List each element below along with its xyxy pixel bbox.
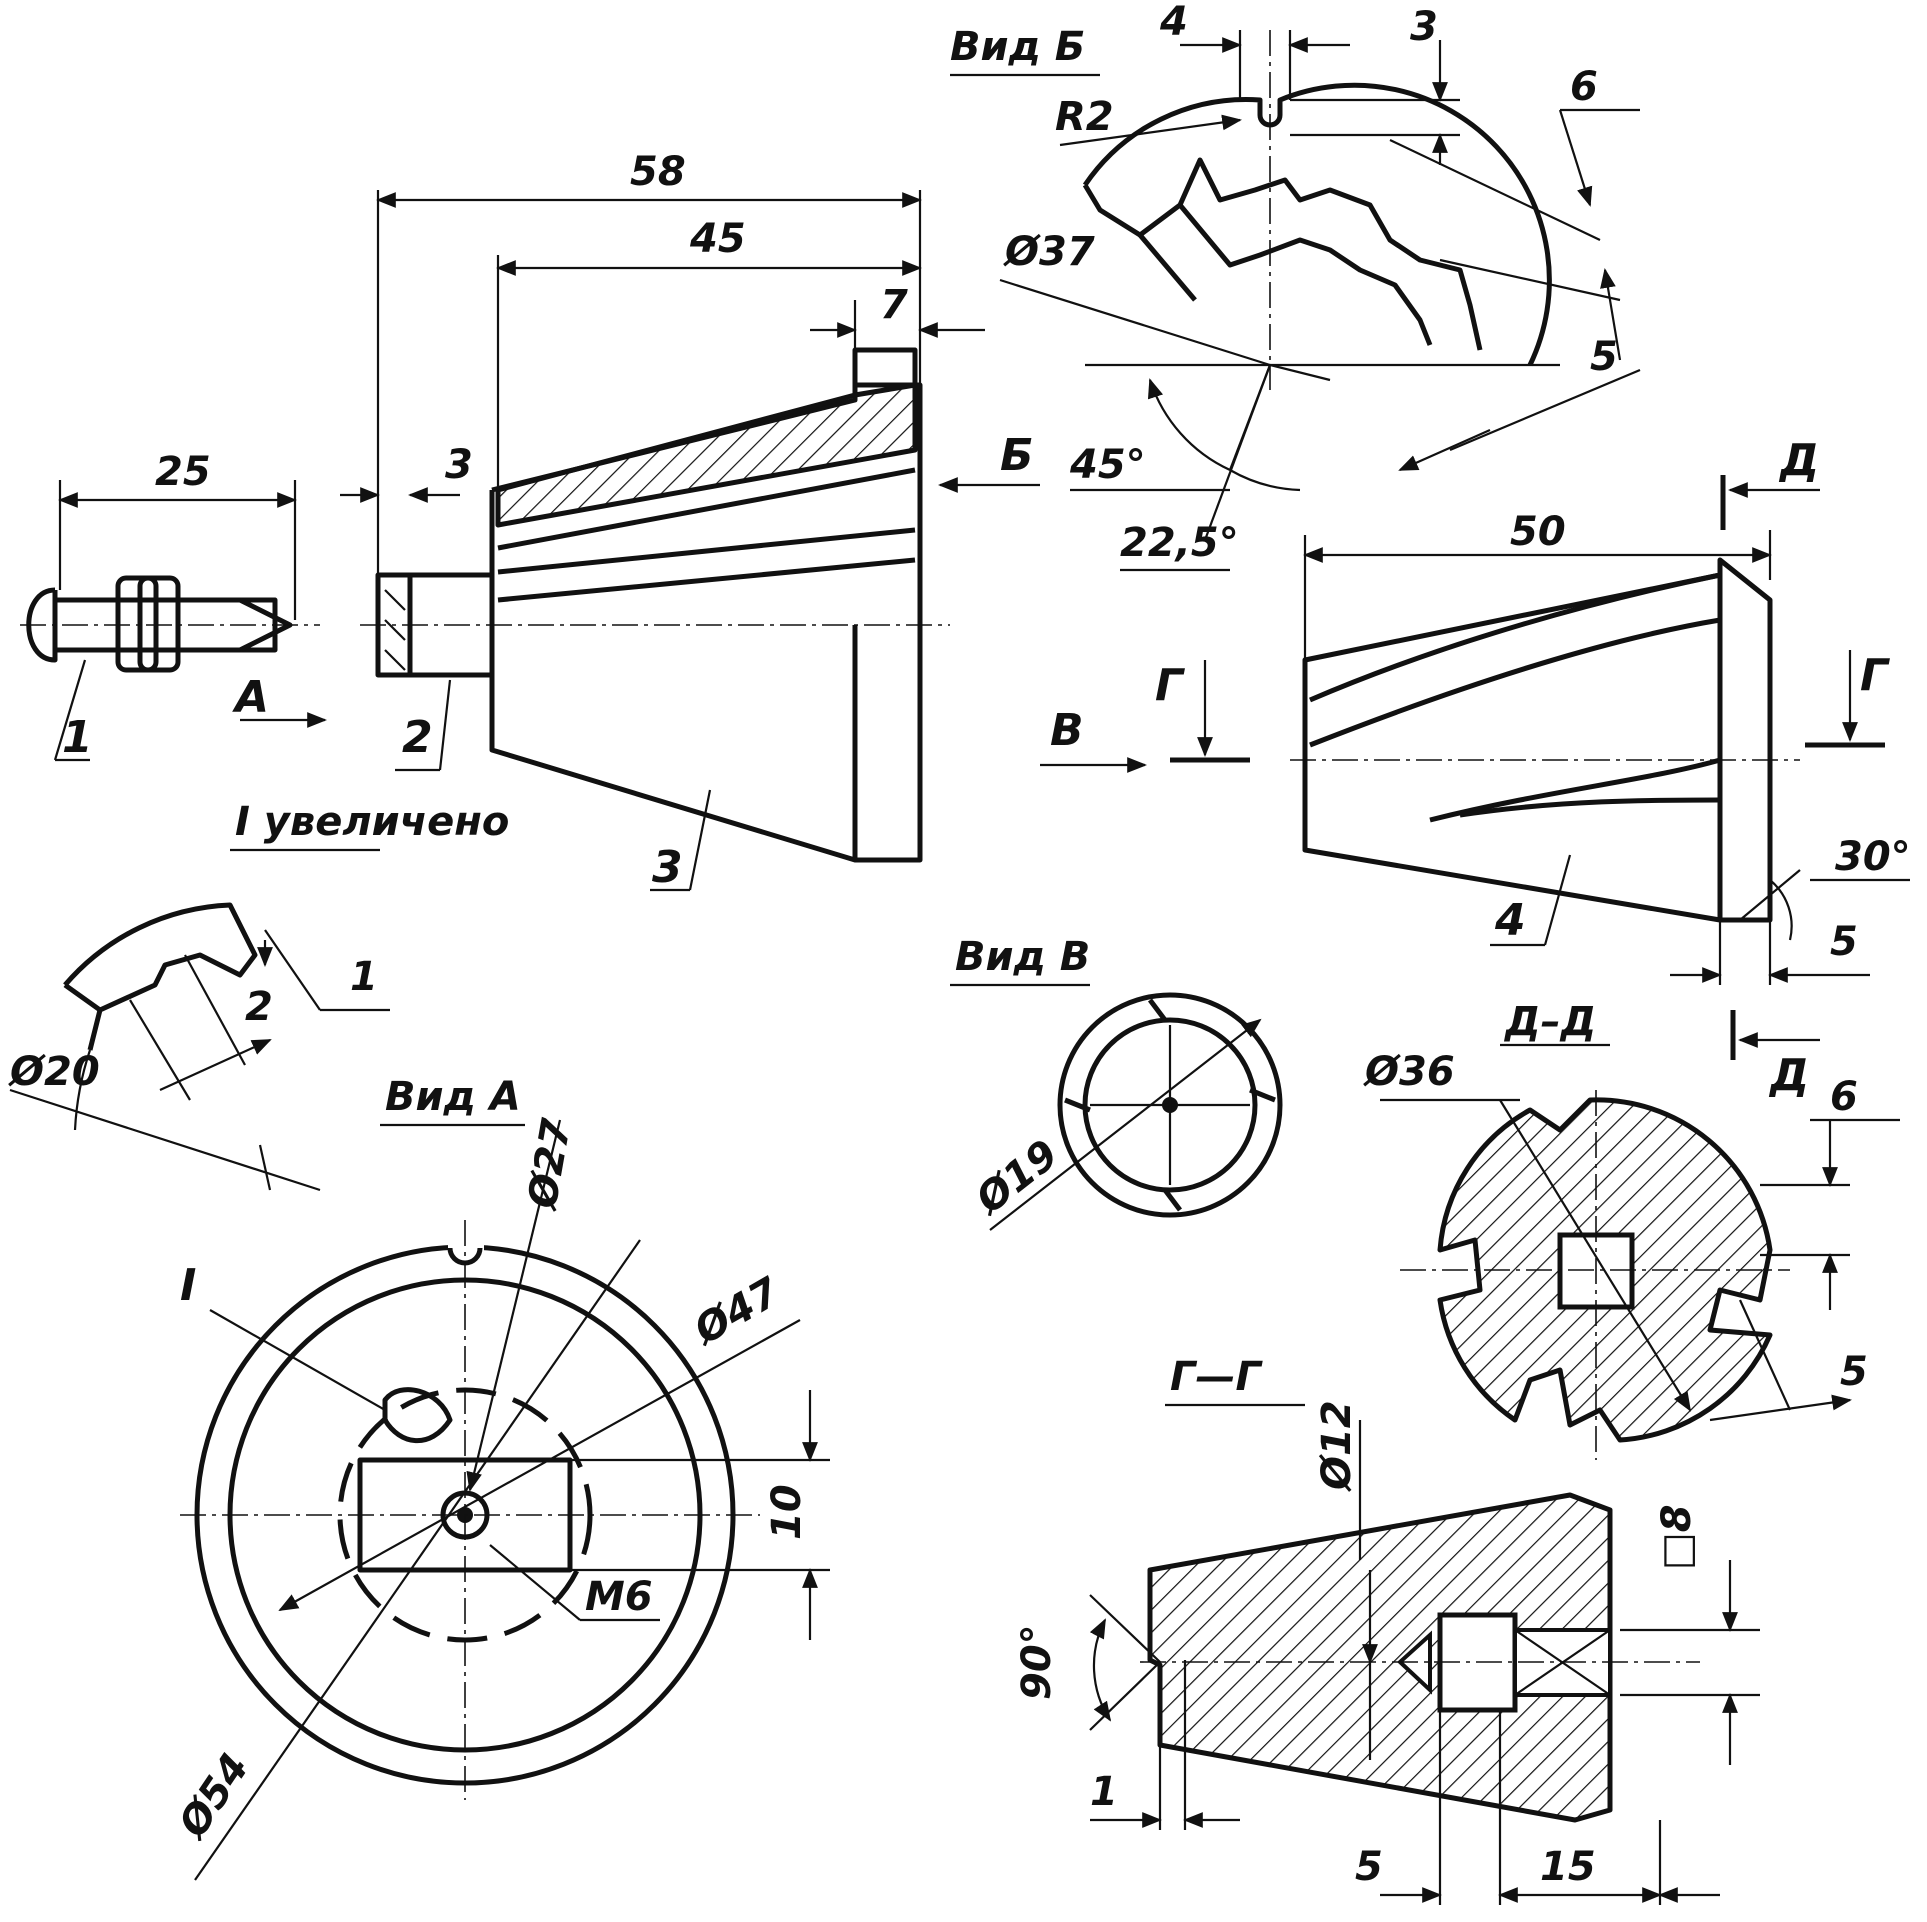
- dim-angle-30: 30°: [1835, 834, 1911, 880]
- dim-1-gg: 1: [1090, 1769, 1118, 1815]
- dim-10: 10: [764, 1484, 810, 1540]
- dim-15-gg: 15: [1540, 1844, 1596, 1890]
- dim-5-right: 5: [1830, 919, 1858, 965]
- part-label-1: 1: [62, 712, 93, 763]
- section-marker-d-top: Д: [1778, 435, 1819, 486]
- section-dd-title: Д–Д: [1503, 999, 1596, 1045]
- dim-5-gg: 5: [1355, 1844, 1383, 1890]
- part-label-2: 2: [402, 712, 433, 763]
- dim-58: 58: [630, 149, 686, 195]
- collet-body-parts-2-3: 58 45 7 3 Б 2 3: [340, 149, 1040, 893]
- dim-50: 50: [1510, 509, 1566, 555]
- detail-dim-2: 2: [245, 984, 273, 1030]
- view-b-title: Вид Б: [950, 24, 1085, 70]
- dim-7: 7: [880, 282, 908, 328]
- dim-phi12: Ø12: [1314, 1400, 1360, 1492]
- dim-phi36: Ø36: [1363, 1049, 1455, 1095]
- view-b: Вид Б 4 3 R2 6 Ø37 5: [950, 0, 1641, 572]
- dim-5-dd: 5: [1840, 1349, 1868, 1395]
- screw-part-1: 25 А 1: [20, 449, 327, 763]
- section-d-d: Д–Д Ø36 6 5: [1363, 999, 1900, 1460]
- dim-3-top: 3: [1410, 4, 1438, 50]
- view-v-title: Вид В: [955, 934, 1090, 980]
- dim-3-left: 3: [445, 442, 473, 488]
- section-g-g: Г—Г Ø12 □8 90° 1 5 15: [1014, 1354, 1760, 1905]
- dim-6-dd: 6: [1830, 1074, 1858, 1120]
- dim-4-top: 4: [1159, 0, 1188, 45]
- section-marker-d-bottom: Д: [1768, 1050, 1809, 1101]
- view-v: Вид В Ø19: [950, 934, 1283, 1231]
- detail-i-enlarged: I увеличено 2 1 Ø20: [8, 799, 509, 1192]
- dim-r2: R2: [1055, 94, 1114, 140]
- dim-phi27: Ø27: [519, 1115, 580, 1213]
- detail-i-title: I увеличено: [235, 799, 509, 845]
- section-marker-g-right: Г: [1860, 650, 1890, 701]
- detail-marker-i: I: [180, 1260, 196, 1311]
- detail-dim-1: 1: [350, 954, 378, 1000]
- part-label-4: 4: [1494, 895, 1526, 946]
- view-marker-v: В: [1050, 705, 1084, 756]
- part-4-collet: 50 Д Д В Г Г 5 30° 4: [1040, 435, 1911, 1101]
- section-gg-title: Г—Г: [1170, 1354, 1263, 1400]
- view-marker-b: Б: [1000, 430, 1034, 481]
- view-a: Вид А I Ø27 Ø47 10 M6 Ø54: [169, 1074, 830, 1881]
- dim-5-b: 5: [1590, 334, 1618, 380]
- part-label-3: 3: [652, 842, 683, 893]
- dim-angle-45: 45°: [1069, 442, 1146, 488]
- dim-25: 25: [155, 449, 211, 495]
- detail-dim-phi20: Ø20: [8, 1049, 100, 1095]
- dim-angle-90: 90°: [1014, 1624, 1060, 1700]
- dim-phi54: Ø54: [169, 1746, 258, 1848]
- dim-phi47: Ø47: [685, 1269, 788, 1355]
- dim-m6: M6: [585, 1574, 653, 1620]
- section-marker-g: Г: [1155, 660, 1185, 711]
- dim-6-top: 6: [1570, 64, 1598, 110]
- view-marker-a: А: [232, 672, 269, 723]
- dim-phi37: Ø37: [1003, 229, 1095, 275]
- dim-45: 45: [689, 216, 746, 262]
- view-a-title: Вид А: [385, 1074, 521, 1120]
- dim-angle-22-5: 22,5°: [1120, 520, 1239, 566]
- dim-sq8: □8: [1654, 1504, 1700, 1570]
